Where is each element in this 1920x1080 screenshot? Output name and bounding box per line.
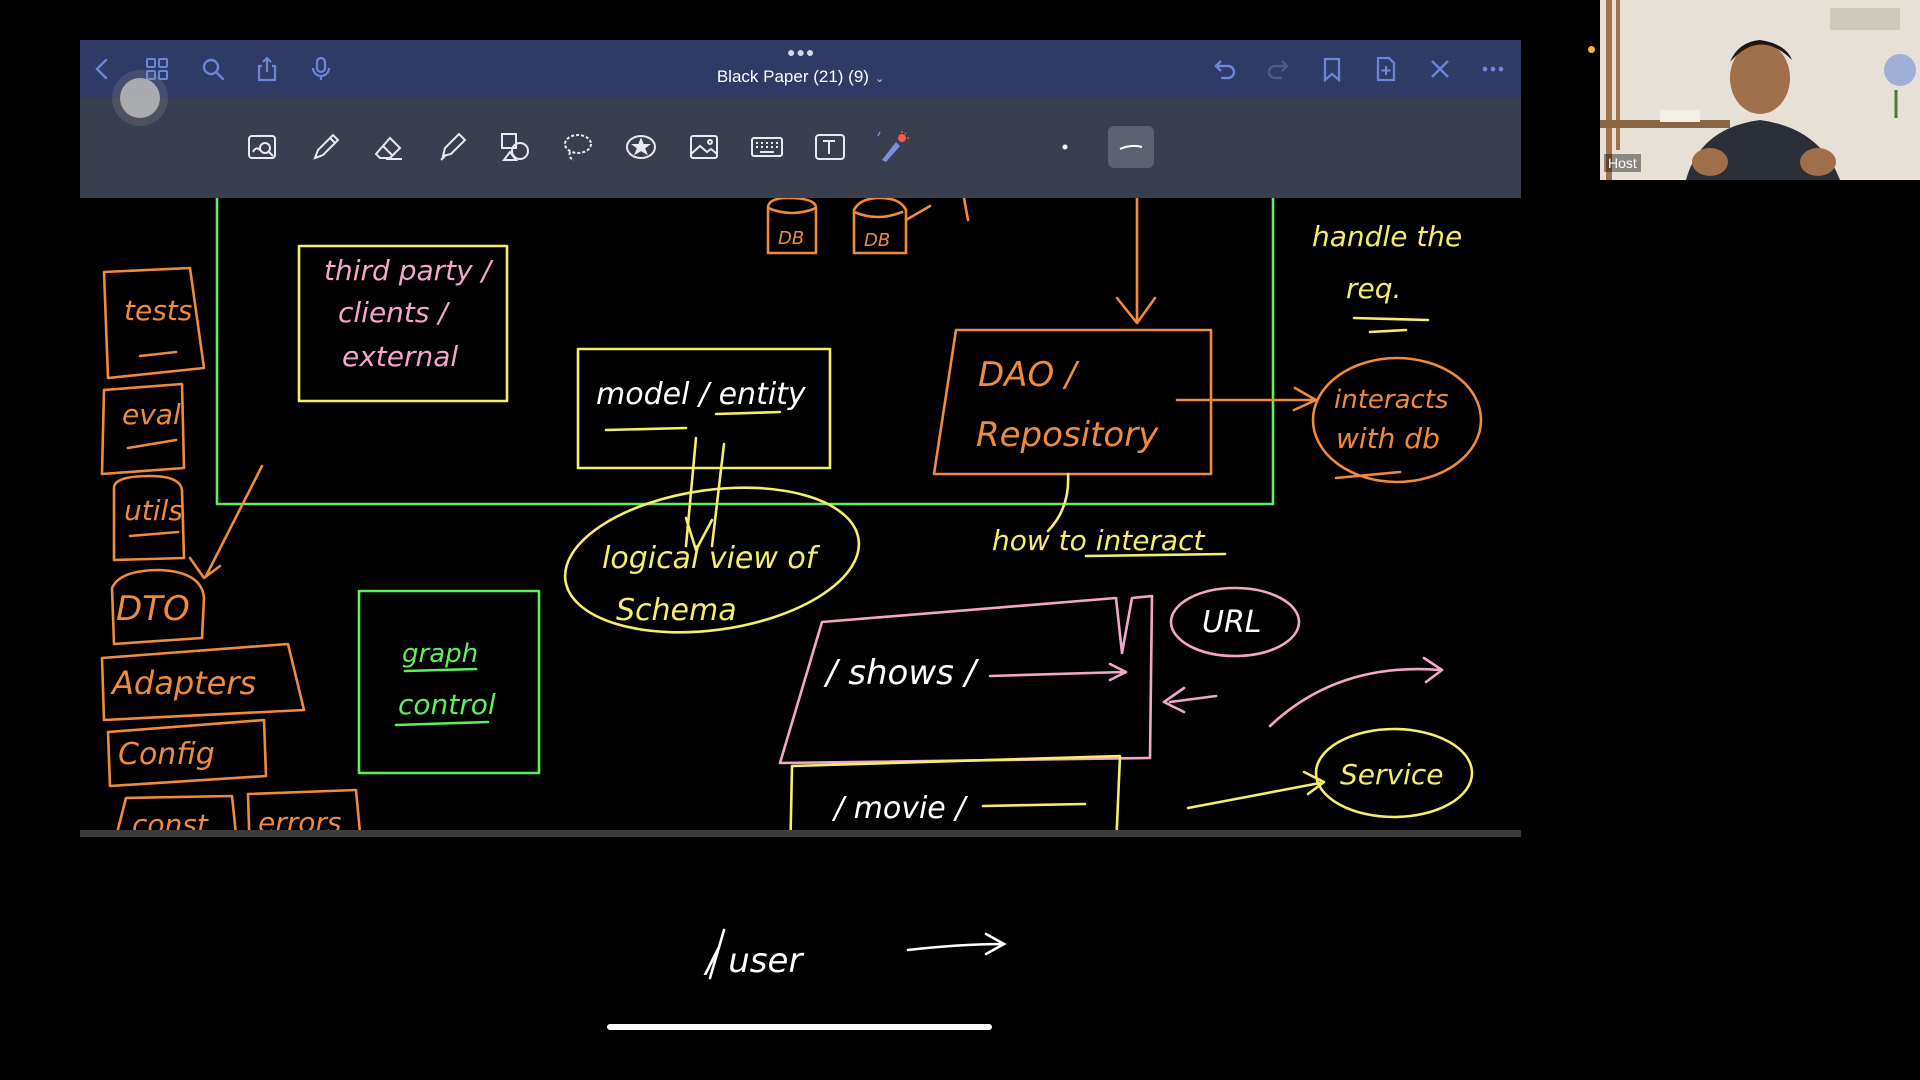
utils-box xyxy=(112,474,186,562)
back-icon[interactable] xyxy=(88,54,118,84)
handwritten-canvas[interactable]: tests eval utils DTO Adapters Config con… xyxy=(80,196,1521,864)
green-module-box xyxy=(215,196,1275,506)
label-schema: Schema xyxy=(616,593,737,628)
label-interacts: interacts xyxy=(1334,385,1449,415)
drawing-toolbar xyxy=(80,98,1521,198)
pen-icon[interactable] xyxy=(305,126,347,168)
url-ellipse xyxy=(1169,586,1301,658)
label-dto: DTO xyxy=(116,589,190,629)
label-external: external xyxy=(342,340,458,373)
label-user: / user xyxy=(703,941,804,981)
eval-box xyxy=(100,382,186,476)
adapters-box xyxy=(100,642,306,722)
label-with-db: with db xyxy=(1336,422,1440,455)
arrow-dao-to-db xyxy=(1175,386,1318,412)
label-eval: eval xyxy=(122,398,181,431)
label-graph: graph xyxy=(402,639,478,669)
model-entity-box xyxy=(576,347,832,470)
sticker-icon[interactable] xyxy=(620,126,662,168)
document-title-text: Black Paper (21) (9) xyxy=(716,67,869,86)
label-repository: Repository xyxy=(976,415,1159,455)
service-ellipse xyxy=(1314,727,1474,819)
label-tests: tests xyxy=(124,294,192,327)
host-label: Host xyxy=(1604,154,1641,172)
note-app-window: ●●● Black Paper (21) (9) ⌄ xyxy=(80,40,1521,864)
eraser-icon[interactable] xyxy=(368,126,410,168)
label-service: Service xyxy=(1340,758,1443,791)
label-db-2: DB xyxy=(864,230,890,251)
host-video-feed xyxy=(1600,0,1920,180)
label-dao: DAO / xyxy=(978,355,1080,395)
floating-assistive-button[interactable] xyxy=(120,78,160,118)
page-divider xyxy=(80,830,1521,837)
label-url: URL xyxy=(1202,605,1262,640)
text-icon[interactable] xyxy=(809,126,851,168)
arrow-into-dao xyxy=(1115,196,1157,325)
top-navigation-bar: ●●● Black Paper (21) (9) ⌄ xyxy=(80,40,1521,98)
label-clients: clients / xyxy=(338,296,450,329)
search-icon[interactable] xyxy=(198,54,228,84)
label-how-to-interact: how to interact xyxy=(992,524,1205,557)
microphone-icon[interactable] xyxy=(306,54,336,84)
label-logical-view: logical view of xyxy=(602,541,821,576)
document-title[interactable]: Black Paper (21) (9) ⌄ xyxy=(80,67,1521,87)
interacts-circle xyxy=(1311,356,1483,484)
graph-control-box xyxy=(357,589,541,775)
undo-icon[interactable] xyxy=(1210,54,1240,84)
add-page-icon[interactable] xyxy=(1371,54,1401,84)
drag-handle-icon[interactable]: ●●● xyxy=(787,44,816,60)
host-video-tile[interactable]: Host xyxy=(1600,0,1920,180)
stroke-style-icon[interactable] xyxy=(1108,126,1154,168)
label-handle-the: handle the xyxy=(1312,220,1462,253)
bookmark-icon[interactable] xyxy=(1317,54,1347,84)
highlighter-icon[interactable] xyxy=(431,126,473,168)
home-indicator[interactable] xyxy=(607,1024,992,1030)
label-utils: utils xyxy=(124,494,183,527)
tests-box xyxy=(102,266,206,380)
logical-view-ellipse xyxy=(563,486,861,634)
db-cylinder-1 xyxy=(766,196,818,255)
grid-icon[interactable] xyxy=(142,54,172,84)
label-db-1: DB xyxy=(778,228,804,249)
dao-repository-box xyxy=(932,328,1213,476)
label-shows: / shows / xyxy=(823,653,980,693)
dto-box xyxy=(110,568,206,646)
close-icon[interactable] xyxy=(1425,54,1455,84)
zoom-window-icon[interactable] xyxy=(242,126,284,168)
lasso-icon[interactable] xyxy=(557,126,599,168)
label-model-entity: model / entity xyxy=(596,377,807,412)
recording-dot xyxy=(1588,46,1595,53)
config-box xyxy=(106,718,268,788)
chevron-down-icon: ⌄ xyxy=(874,73,885,85)
shows-box xyxy=(778,594,1154,765)
redo-icon[interactable] xyxy=(1263,54,1293,84)
share-icon[interactable] xyxy=(252,54,282,84)
label-config: Config xyxy=(118,737,215,772)
laser-pointer-icon[interactable] xyxy=(872,126,914,168)
more-icon[interactable] xyxy=(1478,54,1508,84)
label-movie: / movie / xyxy=(831,791,968,826)
keyboard-icon[interactable] xyxy=(746,126,788,168)
db-cylinder-2 xyxy=(852,196,908,255)
label-req: req. xyxy=(1346,272,1401,305)
label-adapters: Adapters xyxy=(110,664,256,702)
pen-size-dot-icon[interactable] xyxy=(1044,126,1086,168)
label-control: control xyxy=(398,688,496,721)
image-icon[interactable] xyxy=(683,126,725,168)
label-third-party: third party / xyxy=(324,254,494,287)
shapes-icon[interactable] xyxy=(494,126,536,168)
third-party-box xyxy=(297,244,509,403)
